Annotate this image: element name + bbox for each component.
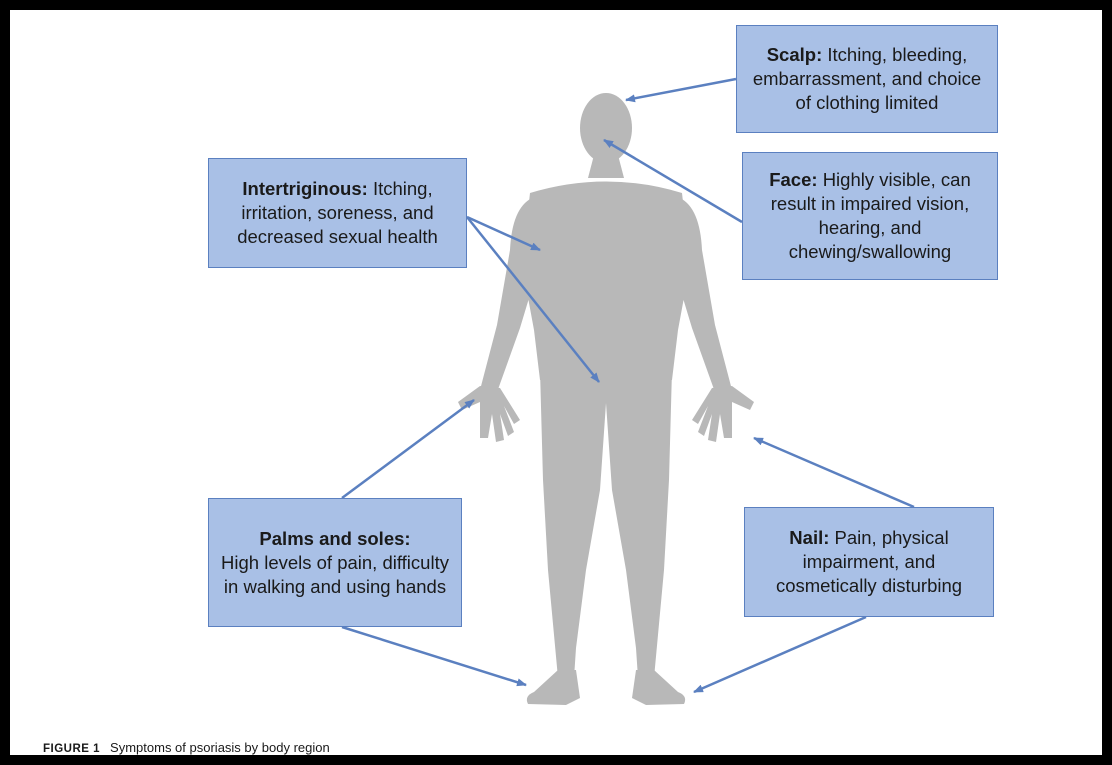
- figure-caption: FIGURE 1 Symptoms of psoriasis by body re…: [43, 740, 330, 755]
- callout-nail: Nail: Pain, physical impairment, and cos…: [744, 507, 994, 617]
- right-hand: [692, 386, 754, 442]
- callout-scalp-title: Scalp:: [767, 44, 823, 65]
- callout-intertriginous: Intertriginous: Itching, irritation, sor…: [208, 158, 467, 268]
- callout-scalp: Scalp: Itching, bleeding, embarrassment,…: [736, 25, 998, 133]
- callout-palms-text: High levels of pain, difficulty in walki…: [221, 552, 449, 597]
- callout-nail-title: Nail:: [789, 527, 829, 548]
- human-silhouette: [458, 93, 754, 705]
- arrow-palms-hand: [342, 400, 474, 498]
- left-foot: [527, 670, 580, 705]
- callout-face: Face: Highly visible, can result in impa…: [742, 152, 998, 280]
- torso: [522, 182, 690, 381]
- callout-palms-title: Palms and soles:: [259, 528, 410, 549]
- right-leg: [604, 370, 672, 678]
- callout-intertriginous-title: Intertriginous:: [242, 178, 367, 199]
- arrow-nail-foot: [694, 617, 866, 692]
- arrow-soles-foot: [342, 627, 526, 685]
- figure-caption-text: Symptoms of psoriasis by body region: [110, 740, 330, 755]
- neck: [588, 155, 624, 178]
- left-hand: [458, 386, 520, 442]
- right-foot: [632, 670, 685, 705]
- figure-caption-label: FIGURE 1: [43, 743, 100, 755]
- callout-palms-and-soles: Palms and soles: High levels of pain, dif…: [208, 498, 462, 627]
- figure-frame: Scalp: Itching, bleeding, embarrassment,…: [10, 10, 1102, 755]
- arrow-scalp: [626, 79, 736, 100]
- arrow-nail-hand: [754, 438, 914, 507]
- left-leg: [540, 370, 608, 678]
- callout-face-title: Face:: [769, 169, 817, 190]
